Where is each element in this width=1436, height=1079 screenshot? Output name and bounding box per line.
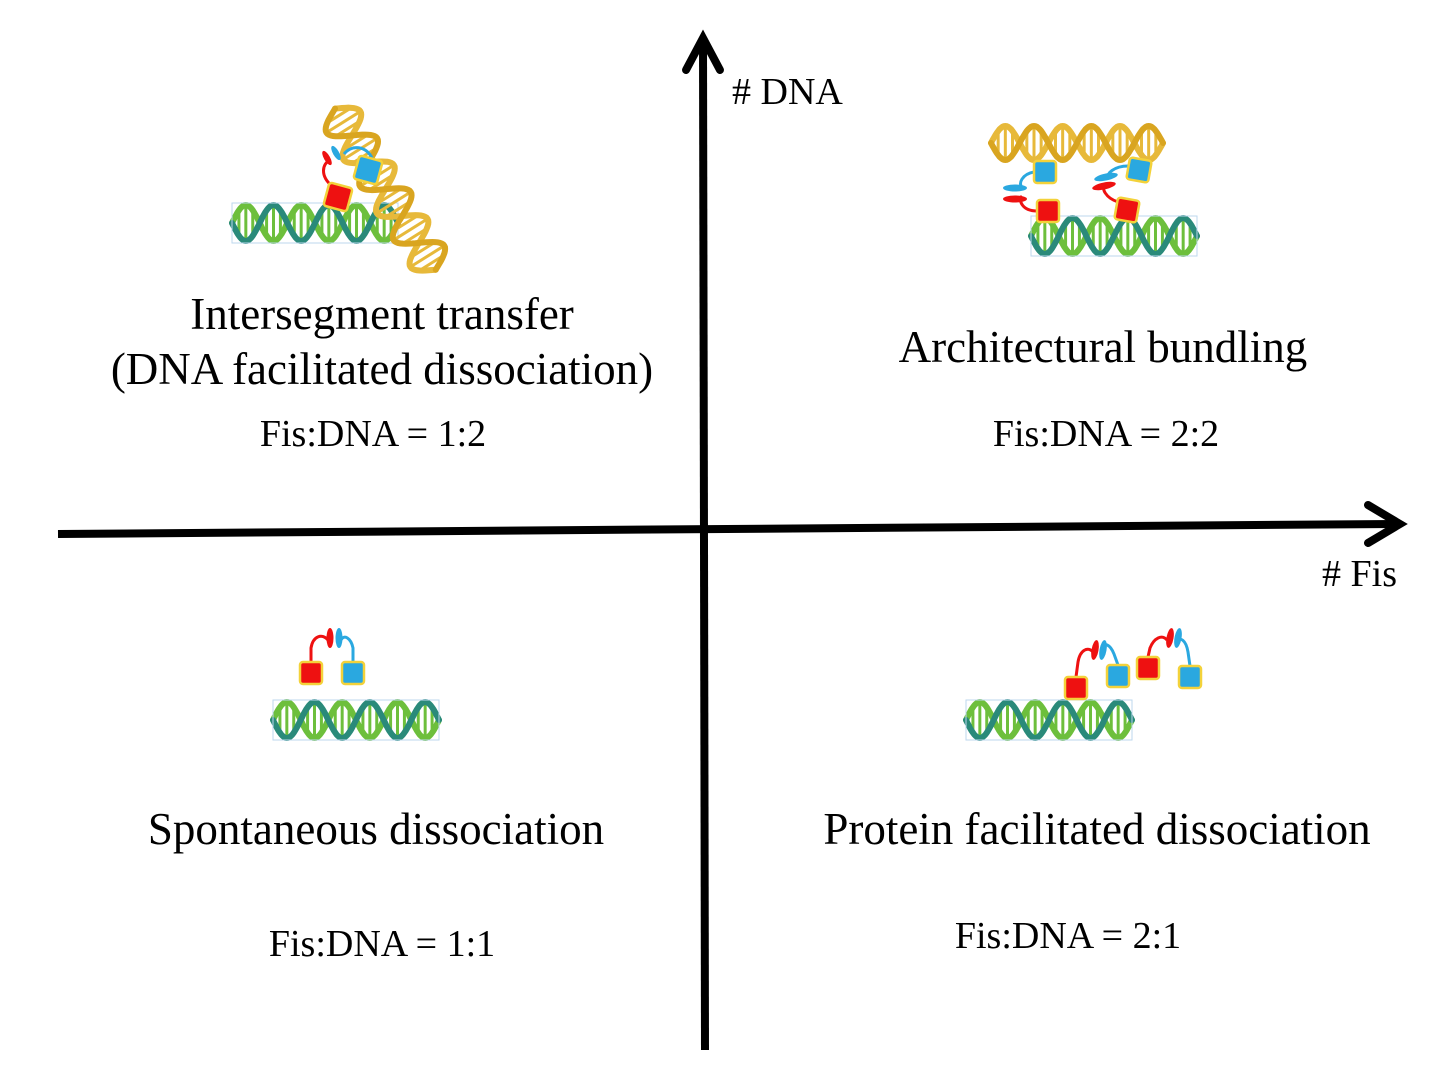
dna-helix-bottom-right <box>963 698 1135 742</box>
ratio-label-2-1: Fis:DNA = 2:1 <box>954 915 1182 957</box>
architectural-bundling-title: Architectural bundling <box>898 322 1308 372</box>
dna-facilitated-dissociation-subtitle: (DNA facilitated dissociation) <box>110 344 654 394</box>
protein-facilitated-dissociation-title: Protein facilitated dissociation <box>823 804 1371 854</box>
ratio-label-1-1: Fis:DNA = 1:1 <box>268 923 496 965</box>
fis-protein-top-right-left <box>1003 159 1061 224</box>
x-axis-label: # Fis <box>1322 553 1397 595</box>
fis-proteins <box>298 145 1203 701</box>
ratio-label-2-2: Fis:DNA = 2:2 <box>992 413 1220 455</box>
x-axis-arrowhead <box>1364 501 1408 547</box>
fis-protein-bottom-left <box>298 628 366 686</box>
dna-helix-bottom-left <box>270 698 442 742</box>
axes <box>57 29 1408 1051</box>
spontaneous-dissociation-title: Spontaneous dissociation <box>147 804 605 854</box>
y-axis-arrowhead <box>682 29 724 74</box>
fis-protein-top-left <box>322 145 384 213</box>
y-axis-label: # DNA <box>732 71 843 113</box>
y-axis-line <box>699 41 709 1051</box>
fis-protein-bottom-right-right <box>1135 628 1203 690</box>
dna-helices <box>229 104 1200 742</box>
dna-helix-gold-top-right <box>988 122 1166 164</box>
intersegment-transfer-title: Intersegment transfer <box>190 289 574 339</box>
dna-helix-top-left <box>229 201 401 245</box>
ratio-label-1-2: Fis:DNA = 1:2 <box>259 413 487 455</box>
fis-protein-top-right-right <box>1092 156 1153 224</box>
fis-protein-bottom-right-left <box>1063 640 1131 701</box>
x-axis-line <box>57 520 1396 538</box>
